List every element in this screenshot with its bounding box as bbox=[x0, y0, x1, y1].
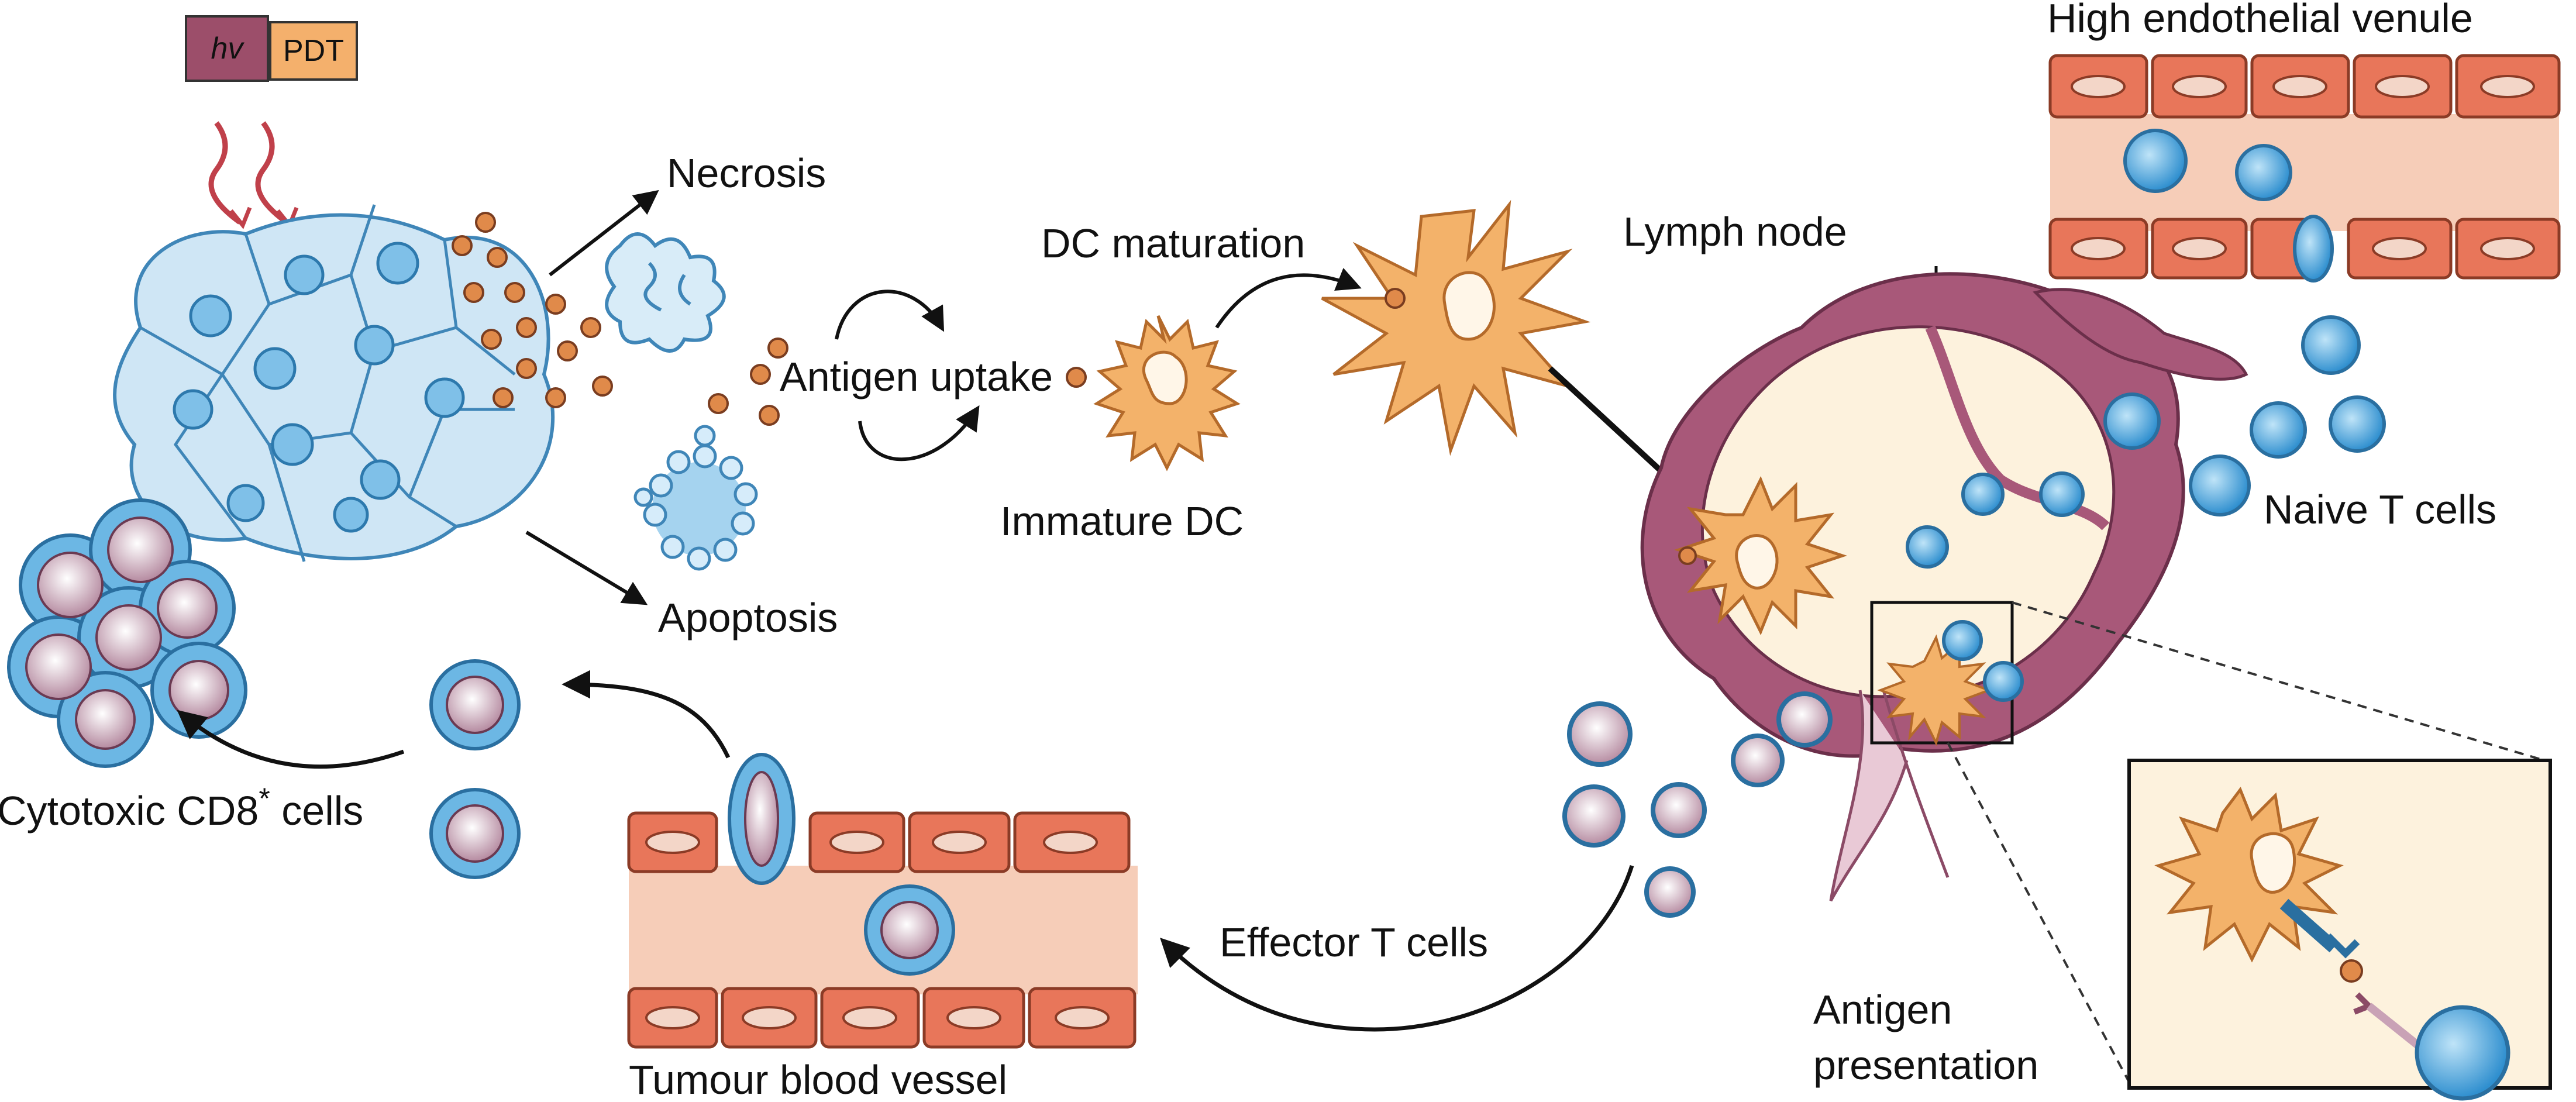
apoptotic-cell-icon bbox=[633, 425, 758, 571]
cytotoxic-cd8-label: Cytotoxic CD8* cells bbox=[0, 782, 363, 834]
lymph-node bbox=[1640, 272, 2248, 902]
hv-label: hv bbox=[211, 32, 245, 66]
hv-box bbox=[185, 15, 269, 82]
effector-t-cells-label: Effector T cells bbox=[1220, 920, 1488, 965]
naive-t-cells bbox=[2103, 315, 2386, 516]
cytotoxic-cd8-prefix: Cytotoxic CD8 bbox=[0, 788, 259, 834]
tumour-cell-cluster bbox=[113, 204, 555, 562]
cytotoxic-cd8-suffix: cells bbox=[270, 788, 363, 834]
arrow-to-tumour bbox=[177, 710, 405, 769]
antigen-uptake-arrow-top bbox=[835, 290, 945, 340]
hev-label: High endothelial venule bbox=[2047, 0, 2473, 41]
legend: hv PDT bbox=[185, 15, 358, 82]
naive-t-cells-label: Naive T cells bbox=[2264, 487, 2496, 532]
apoptosis-label: Apoptosis bbox=[658, 595, 838, 640]
immature-dc-icon bbox=[1093, 315, 1241, 471]
antigen-uptake-arrow-bottom bbox=[858, 405, 980, 462]
arrow-vessel-to-cd8 bbox=[562, 670, 731, 759]
light-rays-icon bbox=[208, 121, 299, 229]
pdt-label: PDT bbox=[283, 34, 344, 68]
lymph-node-dc-icon bbox=[1674, 476, 1847, 636]
tumour-blood-vessel bbox=[627, 753, 1138, 1049]
lymph-node-t-cells bbox=[1906, 471, 2085, 702]
zoom-line-bottom bbox=[1947, 742, 2130, 1083]
dc-maturation-label: DC maturation bbox=[1041, 221, 1305, 266]
necrotic-cell-icon bbox=[605, 232, 726, 353]
effector-t-cells-arrow bbox=[1160, 865, 1634, 1032]
free-antigens bbox=[708, 338, 1087, 426]
arrow-to-necrosis bbox=[549, 190, 659, 277]
migrating-cd8-cells bbox=[429, 659, 521, 879]
antigen-presentation-label-line2: presentation bbox=[1813, 1042, 2038, 1088]
tumour-blood-vessel-label: Tumour blood vessel bbox=[629, 1057, 1007, 1102]
dc-maturation-arrow bbox=[1215, 268, 1362, 329]
antigen-presentation-label: Antigen bbox=[1813, 987, 1952, 1032]
lymph-node-label: Lymph node bbox=[1623, 209, 1847, 254]
necrosis-label: Necrosis bbox=[667, 150, 826, 196]
antigen-particles bbox=[452, 212, 613, 408]
effector-t-cells bbox=[1562, 691, 1833, 918]
arrow-to-apoptosis bbox=[525, 531, 648, 605]
immature-dc-label: Immature DC bbox=[1000, 498, 1244, 544]
cytotoxic-cd8-cell-cluster bbox=[7, 498, 247, 768]
small-dc-icon bbox=[1877, 634, 1992, 746]
antigen-uptake-label: Antigen uptake bbox=[780, 354, 1053, 400]
mature-dc-icon bbox=[1321, 199, 1591, 456]
zoom-line-top bbox=[2012, 601, 2545, 762]
pdt-box bbox=[269, 21, 358, 81]
cytotoxic-cd8-sup: * bbox=[259, 782, 270, 815]
antigen-presentation-panel bbox=[2127, 759, 2552, 1101]
high-endothelial-venule bbox=[2048, 54, 2561, 283]
